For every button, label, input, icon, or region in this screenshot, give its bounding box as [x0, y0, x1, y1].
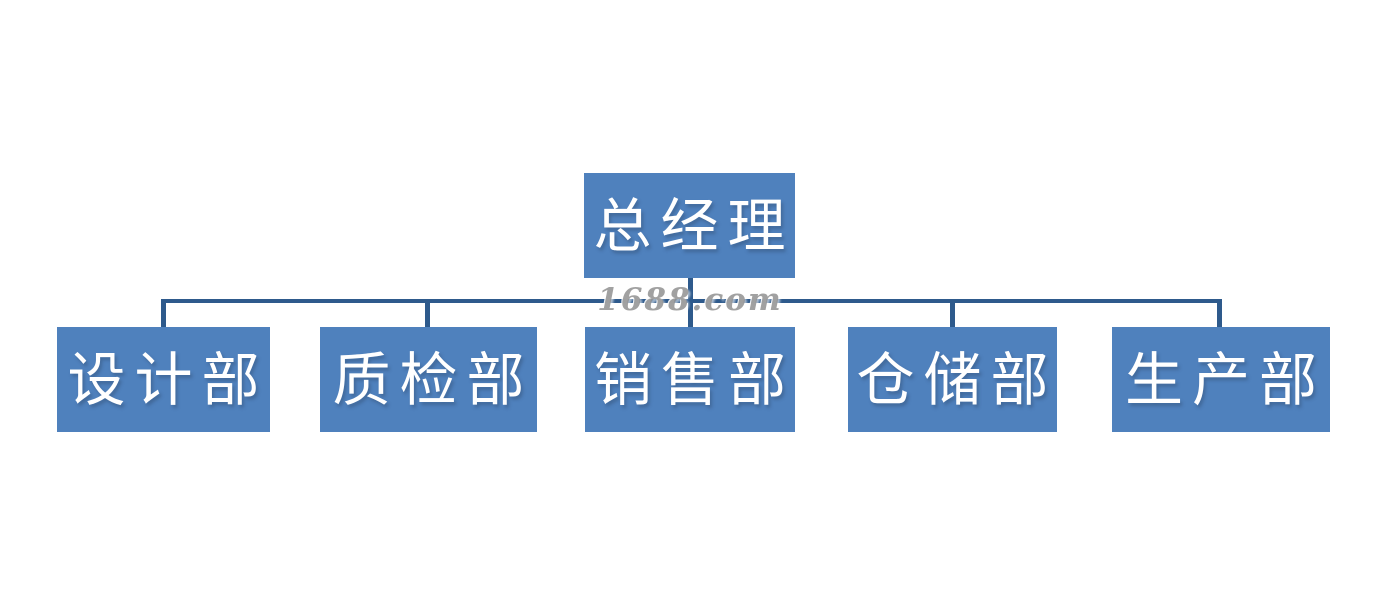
- org-node-warehouse-dept: 仓储部: [848, 327, 1057, 432]
- org-node-production-dept-label: 生产部: [1124, 345, 1326, 414]
- org-node-quality-dept: 质检部: [320, 327, 537, 432]
- org-node-sales-dept: 销售部: [585, 327, 795, 432]
- connector-drop-warehouse: [950, 299, 955, 327]
- connector-drop-design: [161, 299, 166, 327]
- org-node-sales-dept-label: 销售部: [593, 345, 795, 414]
- org-node-design-dept-label: 设计部: [67, 345, 269, 414]
- org-node-warehouse-dept-label: 仓储部: [856, 345, 1058, 414]
- org-node-general-manager: 总经理: [584, 173, 795, 278]
- connector-drop-production: [1217, 299, 1222, 327]
- connector-drop-sales: [688, 299, 693, 327]
- org-node-quality-dept-label: 质检部: [332, 345, 534, 414]
- org-node-general-manager-label: 总经理: [593, 191, 795, 260]
- org-node-design-dept: 设计部: [57, 327, 270, 432]
- connector-drop-quality: [425, 299, 430, 327]
- org-node-production-dept: 生产部: [1112, 327, 1330, 432]
